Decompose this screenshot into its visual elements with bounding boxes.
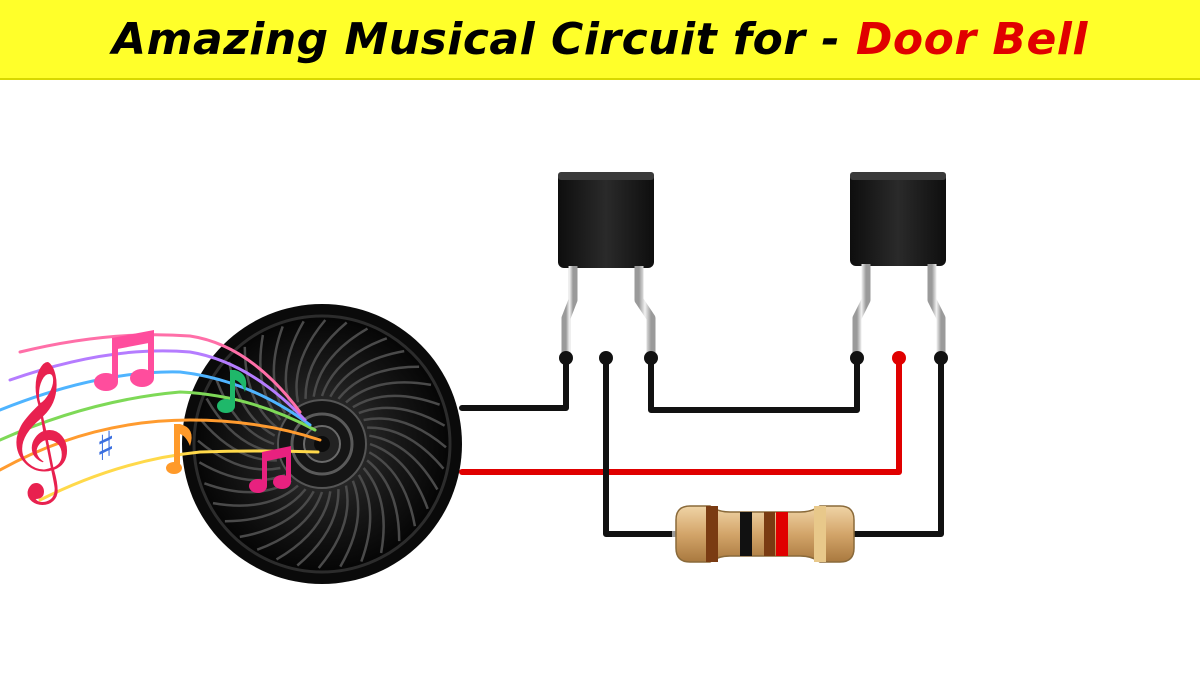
speaker-cone-rib xyxy=(317,485,349,569)
t1-pin-left xyxy=(559,351,573,365)
resistor-band-3 xyxy=(764,512,775,556)
speaker-cone-rib xyxy=(369,442,429,510)
speaker-cone-rib xyxy=(296,489,340,567)
speaker-cone-rib xyxy=(357,474,372,563)
sharp-icon: ♯ xyxy=(96,424,115,470)
speaker-cone-rib xyxy=(366,459,401,542)
speaker-cone-rib xyxy=(304,321,348,399)
page-title: Amazing Musical Circuit for - Door Bell xyxy=(112,14,1088,65)
wire-t1-right-to-t2-left xyxy=(648,355,860,413)
wires xyxy=(459,355,944,537)
eighth-note-icon-green xyxy=(217,370,247,413)
speaker-cone-rib xyxy=(345,381,432,404)
resistor-band-1 xyxy=(706,506,718,562)
wire-resistor-to-t2-right xyxy=(849,355,944,537)
speaker-cone-rib xyxy=(275,491,332,561)
t1-pin-right xyxy=(644,351,658,365)
transistor-2 xyxy=(850,172,948,365)
treble-clef-icon: 𝄞 xyxy=(2,360,73,505)
title-banner: Amazing Musical Circuit for - Door Bell xyxy=(0,0,1200,80)
eighth-note-icon-orange xyxy=(166,424,192,474)
title-accent: Door Bell xyxy=(855,13,1088,65)
resistor xyxy=(672,505,855,563)
speaker-cone-rib xyxy=(212,484,299,507)
speaker-cone-rib xyxy=(224,488,307,523)
speaker-cone-rib xyxy=(329,349,405,398)
speaker-cone-rib xyxy=(368,451,417,527)
speaker-cone-rib xyxy=(312,327,369,397)
wire-t1-middle-to-resistor xyxy=(603,355,675,537)
speaker-cone-rib xyxy=(362,467,385,554)
circuit-diagram: 𝄞 ♯ xyxy=(0,172,948,584)
speaker-cone-rib xyxy=(256,491,324,551)
t2-pin-left xyxy=(850,351,864,365)
resistor-band-5 xyxy=(814,506,826,562)
speaker-cone-rib xyxy=(337,365,420,400)
speaker-cone-rib xyxy=(358,406,446,427)
speaker-cone-rib xyxy=(295,319,327,403)
speaker-cone-rib xyxy=(239,490,315,539)
t2-pin-middle xyxy=(892,351,906,365)
svg-text:♯: ♯ xyxy=(96,424,115,470)
speaker-cone-rib xyxy=(363,417,447,449)
speaker-cone-rib xyxy=(339,480,360,568)
transistor-1 xyxy=(558,172,658,365)
t1-pin-middle xyxy=(599,351,613,365)
speaker-cone-rib xyxy=(369,434,439,491)
resistor-band-2 xyxy=(740,512,752,556)
svg-text:𝄞: 𝄞 xyxy=(2,360,73,505)
resistor-band-4 xyxy=(776,512,788,556)
speaker-cone-rib xyxy=(197,439,281,471)
beamed-notes-icon xyxy=(94,330,154,391)
wire-speaker-to-t2-middle xyxy=(459,355,902,475)
speaker-cone-rib xyxy=(352,394,441,409)
wire-speaker-to-t1-left xyxy=(459,355,569,411)
speaker-cone-rib xyxy=(367,426,445,470)
t2-pin-right xyxy=(934,351,948,365)
title-main: Amazing Musical Circuit for - xyxy=(112,13,856,65)
beamed-notes-icon-pink xyxy=(249,446,291,493)
speaker-cone-rib xyxy=(320,337,388,397)
